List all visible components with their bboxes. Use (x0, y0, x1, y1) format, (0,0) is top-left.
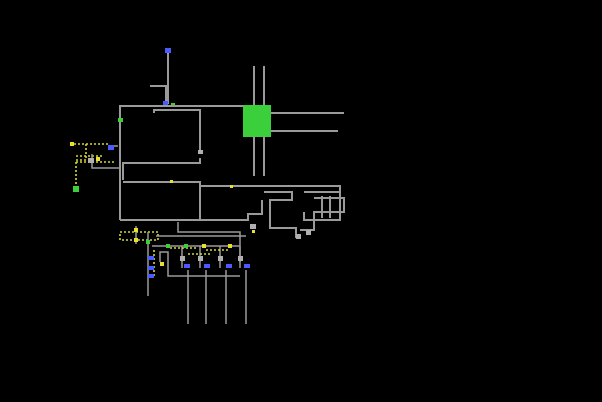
contact-icon[interactable] (118, 118, 123, 122)
via-icon[interactable] (250, 224, 256, 229)
contact-icon[interactable] (146, 240, 150, 244)
port-icon[interactable] (204, 264, 210, 268)
port-icon[interactable] (184, 264, 190, 268)
via-icon[interactable] (198, 150, 203, 154)
via-icon[interactable] (238, 256, 243, 261)
port-icon[interactable] (226, 264, 232, 268)
port-icon[interactable] (163, 101, 168, 106)
top-port-icon[interactable] (165, 48, 171, 53)
via-icon[interactable] (296, 234, 301, 239)
contact-icon[interactable] (70, 142, 74, 146)
contact-icon[interactable] (166, 244, 170, 248)
main-bus[interactable] (119, 66, 344, 220)
via-icon[interactable] (88, 158, 94, 163)
green-pad-icon[interactable] (73, 186, 79, 192)
via-icon[interactable] (198, 256, 203, 261)
contact-icon[interactable] (184, 244, 188, 248)
port-icon[interactable] (148, 274, 154, 278)
lower-poly-loop[interactable] (119, 226, 159, 296)
via-icon[interactable] (306, 230, 311, 235)
contact-icon[interactable] (202, 244, 206, 248)
via-icon[interactable] (180, 256, 185, 261)
port-icon[interactable] (108, 145, 114, 150)
contact-icon[interactable] (134, 228, 138, 232)
contact-icon[interactable] (160, 262, 164, 266)
contact-icon[interactable] (134, 238, 138, 242)
contact-icon[interactable] (170, 180, 173, 183)
contact-icon[interactable] (228, 244, 232, 248)
green-square-pad-icon[interactable] (243, 105, 271, 137)
via-icon[interactable] (218, 256, 223, 261)
top-input-wire[interactable] (150, 52, 169, 104)
mid-wiring[interactable] (120, 158, 345, 238)
port-icon[interactable] (148, 256, 154, 260)
contact-icon[interactable] (252, 230, 255, 233)
port-icon[interactable] (244, 264, 250, 268)
contact-icon[interactable] (96, 157, 100, 161)
port-icon[interactable] (148, 266, 154, 270)
contact-icon[interactable] (230, 185, 233, 188)
transistor-array[interactable] (152, 222, 247, 324)
left-poly-cluster[interactable] (70, 143, 120, 188)
